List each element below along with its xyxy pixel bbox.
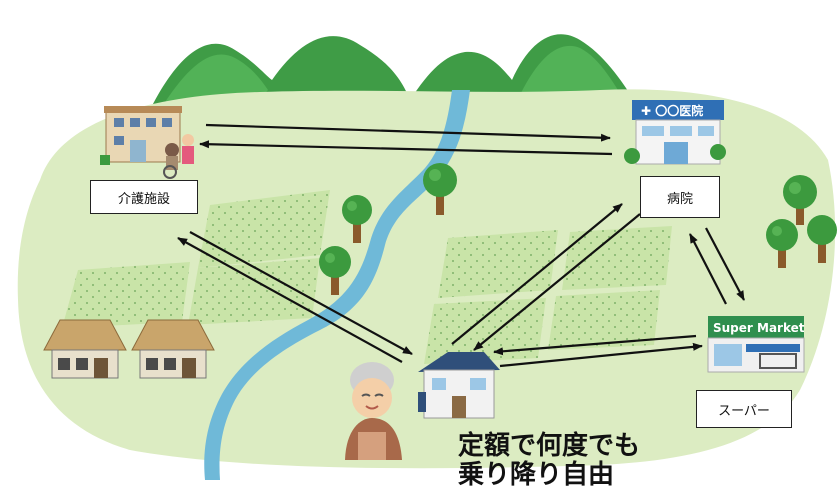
arrow-hospital-to-supermarket (705, 227, 745, 301)
arrow-hospital-to-care (199, 140, 613, 156)
label-care-facility: 介護施設 (90, 180, 198, 214)
arrow-supermarket-to-home (493, 334, 697, 356)
caption: 定額で何度でも 乗り降り自由 (458, 432, 640, 490)
fields (62, 190, 672, 364)
home-building (418, 352, 500, 419)
arrow-home-to-hospital (451, 203, 623, 345)
arrow-hospital-to-home (473, 213, 641, 351)
hospital-building: ✚ 〇〇医院 (624, 100, 726, 165)
arrow-home-to-care (177, 237, 403, 363)
supermarket-sign: Super Market (713, 321, 805, 335)
arrows (177, 123, 745, 368)
arrow-care-to-home (189, 231, 413, 355)
arrow-care-to-hospital (205, 123, 611, 142)
arrow-home-to-supermarket (499, 342, 703, 368)
thatched-houses (43, 319, 215, 379)
hospital-sign: ✚ 〇〇医院 (641, 103, 703, 118)
label-supermarket: スーパー (696, 390, 792, 428)
trees (319, 163, 837, 295)
label-hospital: 病院 (640, 176, 720, 218)
care-facility-building (100, 106, 194, 179)
supermarket-building: Super Market (707, 316, 805, 373)
caption-line-1: 定額で何度でも (458, 431, 641, 461)
arrow-supermarket-to-hospital (689, 233, 727, 305)
caption-line-2: 乗り降り自由 (458, 460, 615, 490)
elderly-person (345, 362, 402, 460)
ground (17, 89, 836, 469)
